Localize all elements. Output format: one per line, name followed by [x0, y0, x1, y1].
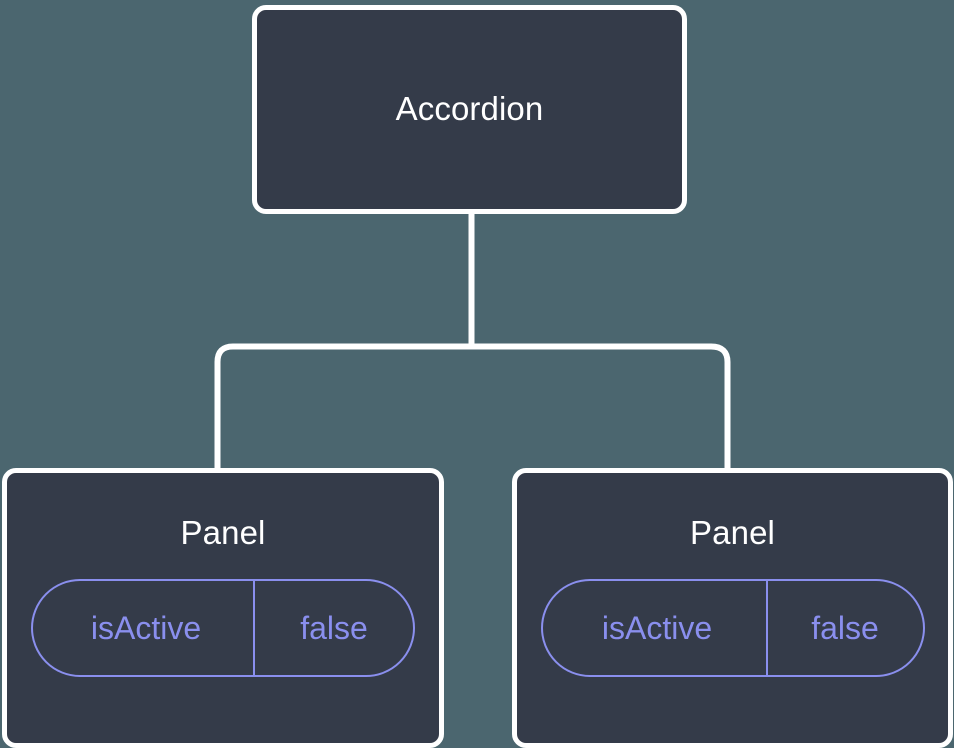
node-panel-right[interactable]: Panel isActive false [512, 468, 953, 748]
node-accordion[interactable]: Accordion [252, 5, 687, 214]
edge-to-panel-right [471, 343, 731, 472]
prop-key-isactive-left: isActive [90, 610, 202, 647]
node-panel-left[interactable]: Panel isActive false [2, 468, 444, 748]
prop-value-isactive-right: false [765, 581, 923, 676]
prop-value-isactive-left: false [253, 581, 413, 676]
prop-pill-panel-left[interactable]: isActive false [31, 579, 415, 678]
edge-to-panel-left [214, 343, 472, 472]
prop-pill-panel-right[interactable]: isActive false [540, 579, 925, 678]
node-panel-right-label: Panel [690, 514, 775, 551]
prop-key-isactive-right: isActive [601, 610, 713, 647]
node-panel-left-label: Panel [180, 514, 266, 551]
node-accordion-label: Accordion [395, 90, 544, 128]
